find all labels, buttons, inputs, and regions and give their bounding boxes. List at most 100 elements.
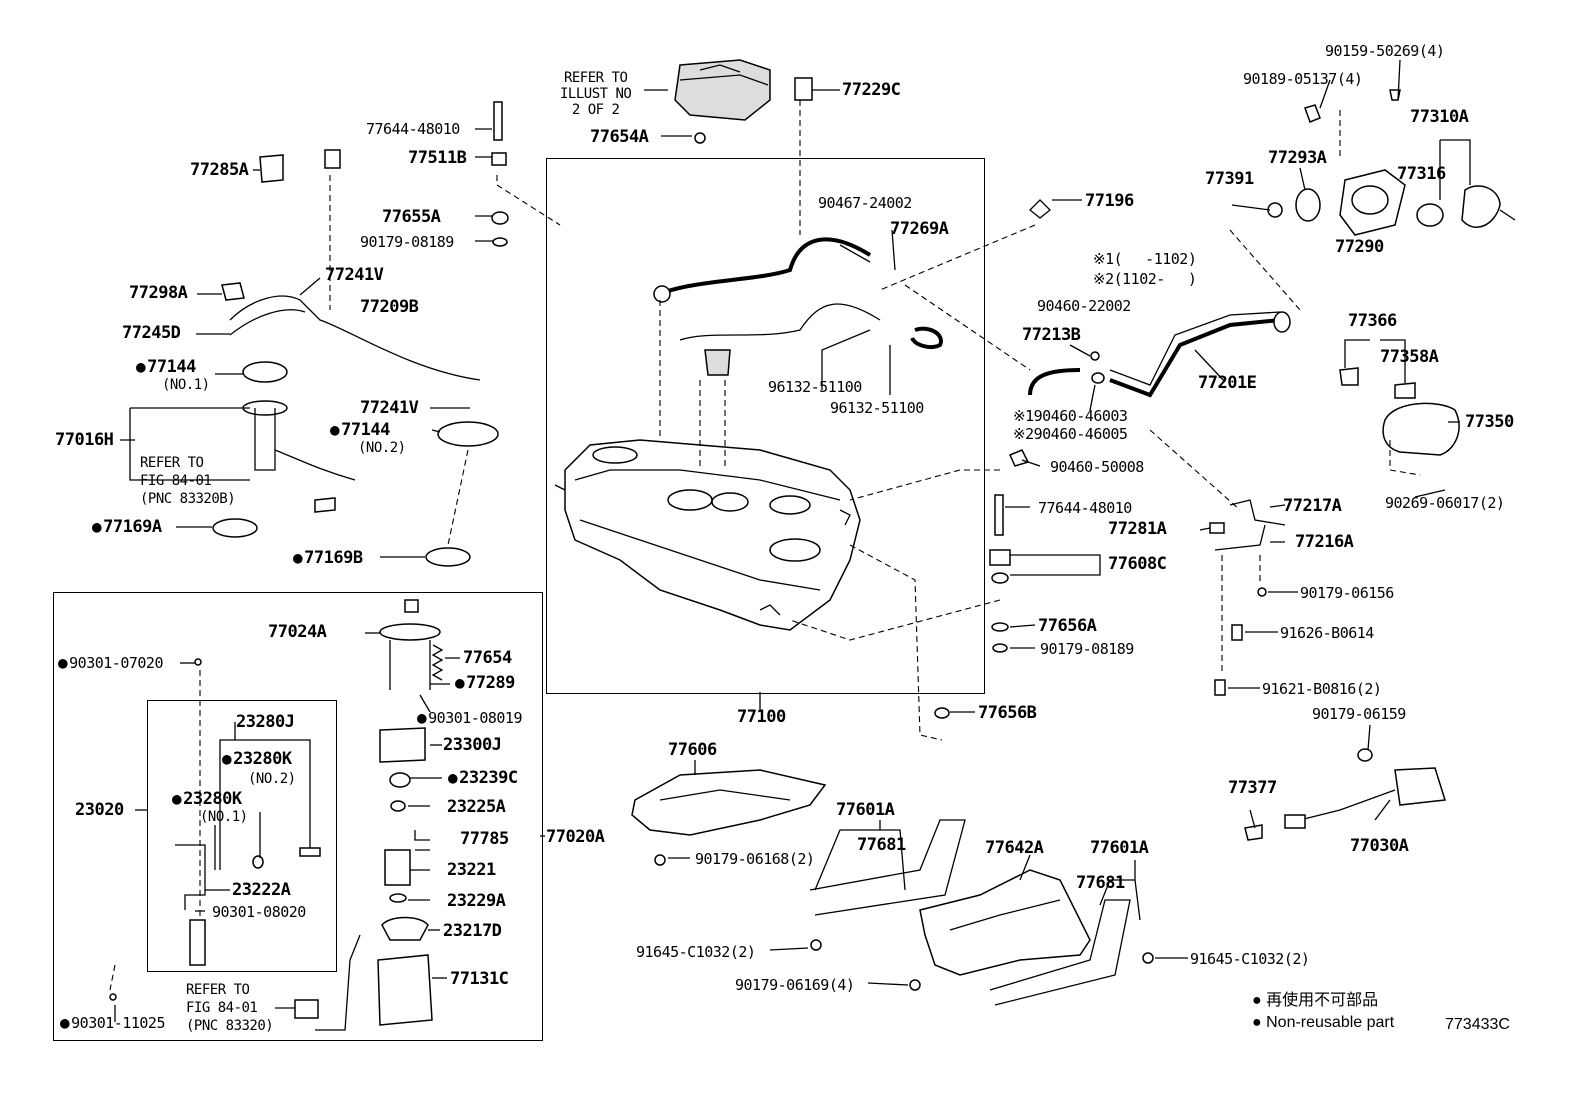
- legend: ● 再使用不可部品 ● Non-reusable part: [1252, 990, 1394, 1034]
- part-23280K-a[interactable]: 23280K: [222, 749, 292, 769]
- refer-fig-b-line2: FIG 84-01: [186, 1000, 258, 1016]
- part-77016H[interactable]: 77016H: [55, 430, 114, 450]
- part-91621-B0816[interactable]: 91621-B0816(2): [1262, 680, 1382, 698]
- fuel-lid-drawing: [1339, 367, 1460, 498]
- part-190460-46003[interactable]: ※190460-46003: [1013, 407, 1128, 425]
- part-77196[interactable]: 77196: [1085, 191, 1134, 211]
- legend-jp: 再使用不可部品: [1266, 992, 1379, 1009]
- part-90269-06017[interactable]: 90269-06017(2): [1385, 494, 1505, 512]
- part-77030A[interactable]: 77030A: [1350, 836, 1409, 856]
- part-77201E[interactable]: 77201E: [1198, 373, 1257, 393]
- part-90179-06156[interactable]: 90179-06156: [1300, 584, 1394, 602]
- canister-drawing: [674, 59, 771, 144]
- part-23280J[interactable]: 23280J: [236, 712, 295, 732]
- part-77606[interactable]: 77606: [668, 740, 717, 760]
- part-96132-51100-b[interactable]: 96132-51100: [830, 399, 924, 417]
- part-91645-C1032-b[interactable]: 91645-C1032(2): [1190, 950, 1310, 968]
- part-90460-50008[interactable]: 90460-50008: [1050, 458, 1144, 476]
- part-77289[interactable]: 77289: [455, 673, 515, 693]
- part-90179-08189-top[interactable]: 90179-08189: [360, 233, 454, 251]
- part-77281A[interactable]: 77281A: [1108, 519, 1167, 539]
- part-77785[interactable]: 77785: [460, 829, 509, 849]
- part-77269A[interactable]: 77269A: [890, 219, 949, 239]
- refer-fig-a-line1: REFER TO: [140, 455, 204, 471]
- pump-assembly-frame: [53, 592, 543, 1041]
- part-90179-06169[interactable]: 90179-06169(4): [735, 976, 855, 994]
- part-23239C[interactable]: 23239C: [448, 768, 518, 788]
- part-77654A[interactable]: 77654A: [590, 127, 649, 147]
- part-77681-b[interactable]: 77681: [1076, 873, 1125, 893]
- part-77377[interactable]: 77377: [1228, 778, 1277, 798]
- part-90179-06168[interactable]: 90179-06168(2): [695, 850, 815, 868]
- part-77601A-b[interactable]: 77601A: [1090, 838, 1149, 858]
- part-90189-05137[interactable]: 90189-05137(4): [1243, 70, 1363, 88]
- part-96132-51100-a[interactable]: 96132-51100: [768, 378, 862, 396]
- part-23222A[interactable]: 23222A: [232, 880, 291, 900]
- part-77391[interactable]: 77391: [1205, 169, 1254, 189]
- part-77213B[interactable]: 77213B: [1022, 325, 1081, 345]
- legend-en: Non-reusable part: [1266, 1014, 1395, 1031]
- part-77366[interactable]: 77366: [1348, 311, 1397, 331]
- part-90301-07020[interactable]: 90301-07020: [58, 654, 163, 672]
- part-77601A-a[interactable]: 77601A: [836, 800, 895, 820]
- part-77511B[interactable]: 77511B: [408, 148, 467, 168]
- part-77100[interactable]: 77100: [737, 707, 786, 727]
- part-77298A[interactable]: 77298A: [129, 283, 188, 303]
- part-77285A[interactable]: 77285A: [190, 160, 249, 180]
- part-90179-08189-mid[interactable]: 90179-08189: [1040, 640, 1134, 658]
- part-77350[interactable]: 77350: [1465, 412, 1514, 432]
- part-77681-a[interactable]: 77681: [857, 835, 906, 855]
- part-77229C[interactable]: 77229C: [842, 80, 901, 100]
- part-77656A[interactable]: 77656A: [1038, 616, 1097, 636]
- part-23225A[interactable]: 23225A: [447, 797, 506, 817]
- part-90159-50269[interactable]: 90159-50269(4): [1325, 42, 1445, 60]
- part-77241V-b[interactable]: 77241V: [360, 398, 419, 418]
- part-77241V-a[interactable]: 77241V: [325, 265, 384, 285]
- part-23221[interactable]: 23221: [447, 860, 496, 880]
- part-91626-B0614[interactable]: 91626-B0614: [1280, 624, 1374, 642]
- part-23020[interactable]: 23020: [75, 800, 124, 820]
- part-77024A[interactable]: 77024A: [268, 622, 327, 642]
- part-91645-C1032-a[interactable]: 91645-C1032(2): [636, 943, 756, 961]
- part-77169A[interactable]: 77169A: [92, 517, 162, 537]
- part-77316[interactable]: 77316: [1397, 164, 1446, 184]
- part-90179-06159[interactable]: 90179-06159: [1312, 705, 1406, 723]
- part-90460-22002[interactable]: 90460-22002: [1037, 297, 1131, 315]
- part-77358A[interactable]: 77358A: [1380, 347, 1439, 367]
- sender-gauge-drawing: [212, 101, 561, 567]
- part-77655A[interactable]: 77655A: [382, 207, 441, 227]
- part-90301-08019[interactable]: 90301-08019: [417, 709, 522, 727]
- part-23229A[interactable]: 23229A: [447, 891, 506, 911]
- fuel-door-drawing: [1267, 89, 1516, 236]
- legend-dot-icon: ●: [1252, 992, 1262, 1009]
- part-77644-48010-mid[interactable]: 77644-48010: [1038, 499, 1132, 517]
- part-77310A[interactable]: 77310A: [1410, 107, 1469, 127]
- filler-pipe-drawing: [1028, 199, 1291, 398]
- part-77656B[interactable]: 77656B: [978, 703, 1037, 723]
- part-77644-48010-top[interactable]: 77644-48010: [366, 120, 460, 138]
- part-77245D[interactable]: 77245D: [122, 323, 181, 343]
- serial-note-1: ※1( -1102): [1093, 250, 1197, 268]
- refer-fig-note-b: REFER TO FIG 84-01 (PNC 83320): [186, 981, 274, 1035]
- part-77216A[interactable]: 77216A: [1295, 532, 1354, 552]
- part-90467-24002[interactable]: 90467-24002: [818, 194, 912, 212]
- part-23280K-b[interactable]: 23280K: [172, 789, 242, 809]
- part-77642A[interactable]: 77642A: [985, 838, 1044, 858]
- part-77131C[interactable]: 77131C: [450, 969, 509, 989]
- part-77020A[interactable]: 77020A: [546, 827, 605, 847]
- part-77144-a[interactable]: 77144: [136, 357, 196, 377]
- part-77290[interactable]: 77290: [1335, 237, 1384, 257]
- part-77217A[interactable]: 77217A: [1283, 496, 1342, 516]
- part-290460-46005[interactable]: ※290460-46005: [1013, 425, 1128, 443]
- part-77169B[interactable]: 77169B: [293, 548, 363, 568]
- part-77654[interactable]: 77654: [463, 648, 512, 668]
- part-23217D[interactable]: 23217D: [443, 921, 502, 941]
- part-77293A[interactable]: 77293A: [1268, 148, 1327, 168]
- part-77144-b[interactable]: 77144: [330, 420, 390, 440]
- part-90301-11025[interactable]: 90301-11025: [60, 1014, 165, 1032]
- part-90301-08020[interactable]: 90301-08020: [212, 903, 306, 921]
- part-23300J[interactable]: 23300J: [443, 735, 502, 755]
- part-77608C[interactable]: 77608C: [1108, 554, 1167, 574]
- part-77209B[interactable]: 77209B: [360, 297, 419, 317]
- refer-illust-line1: REFER TO: [563, 70, 628, 86]
